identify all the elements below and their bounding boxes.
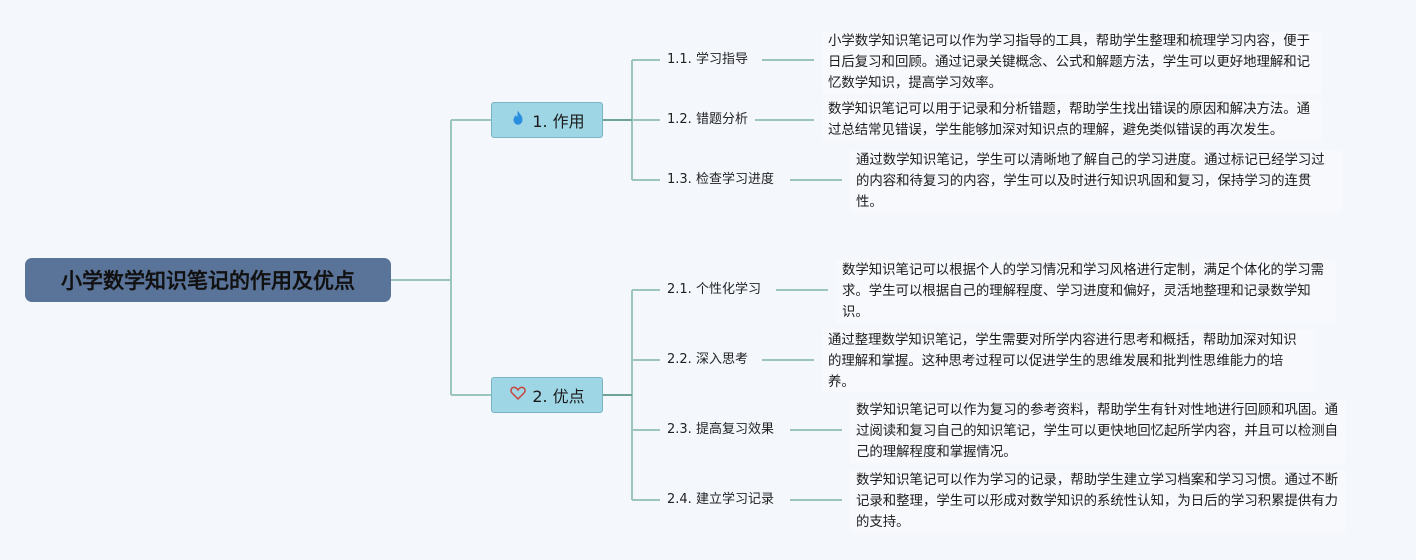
- note-2-2: 通过整理数学知识笔记，学生需要对所学内容进行思考和概括，帮助加深对知识的理解和掌…: [822, 330, 1316, 393]
- branch-topic-advantages[interactable]: 2. 优点: [491, 377, 603, 413]
- branch-topic-usage[interactable]: 1. 作用: [491, 102, 603, 138]
- note-1-2: 数学知识笔记可以用于记录和分析错题，帮助学生找出错误的原因和解决方法。通过总结常…: [822, 99, 1322, 141]
- root-topic[interactable]: 小学数学知识笔记的作用及优点: [25, 258, 391, 302]
- subtopic-2-1[interactable]: 2.1. 个性化学习: [667, 282, 761, 297]
- subtopic-2-3[interactable]: 2.3. 提高复习效果: [667, 422, 774, 437]
- note-2-1: 数学知识笔记可以根据个人的学习情况和学习风格进行定制，满足个体化的学习需求。学生…: [836, 260, 1336, 323]
- root-title: 小学数学知识笔记的作用及优点: [61, 269, 355, 293]
- note-2-4: 数学知识笔记可以作为学习的记录，帮助学生建立学习档案和学习习惯。通过不断记录和整…: [850, 470, 1346, 533]
- note-1-3: 通过数学知识笔记，学生可以清晰地了解自己的学习进度。通过标记已经学习过的内容和待…: [850, 150, 1342, 213]
- subtopic-2-2[interactable]: 2.2. 深入思考: [667, 352, 748, 367]
- branch-label: 2. 优点: [532, 387, 585, 406]
- fire-icon: [509, 109, 527, 131]
- subtopic-1-1[interactable]: 1.1. 学习指导: [667, 52, 748, 67]
- branch-label: 1. 作用: [532, 112, 585, 131]
- note-2-3: 数学知识笔记可以作为复习的参考资料，帮助学生有针对性地进行回顾和巩固。通过阅读和…: [850, 400, 1346, 463]
- subtopic-1-2[interactable]: 1.2. 错题分析: [667, 112, 748, 127]
- leaf-connectors: [755, 59, 842, 501]
- heart-icon: [509, 384, 527, 406]
- trunk-connector: [450, 119, 491, 396]
- note-1-1: 小学数学知识笔记可以作为学习指导的工具，帮助学生整理和梳理学习内容，便于日后复习…: [822, 31, 1322, 94]
- subtopic-1-3[interactable]: 1.3. 检查学习进度: [667, 172, 774, 187]
- subtopic-2-4[interactable]: 2.4. 建立学习记录: [667, 492, 774, 507]
